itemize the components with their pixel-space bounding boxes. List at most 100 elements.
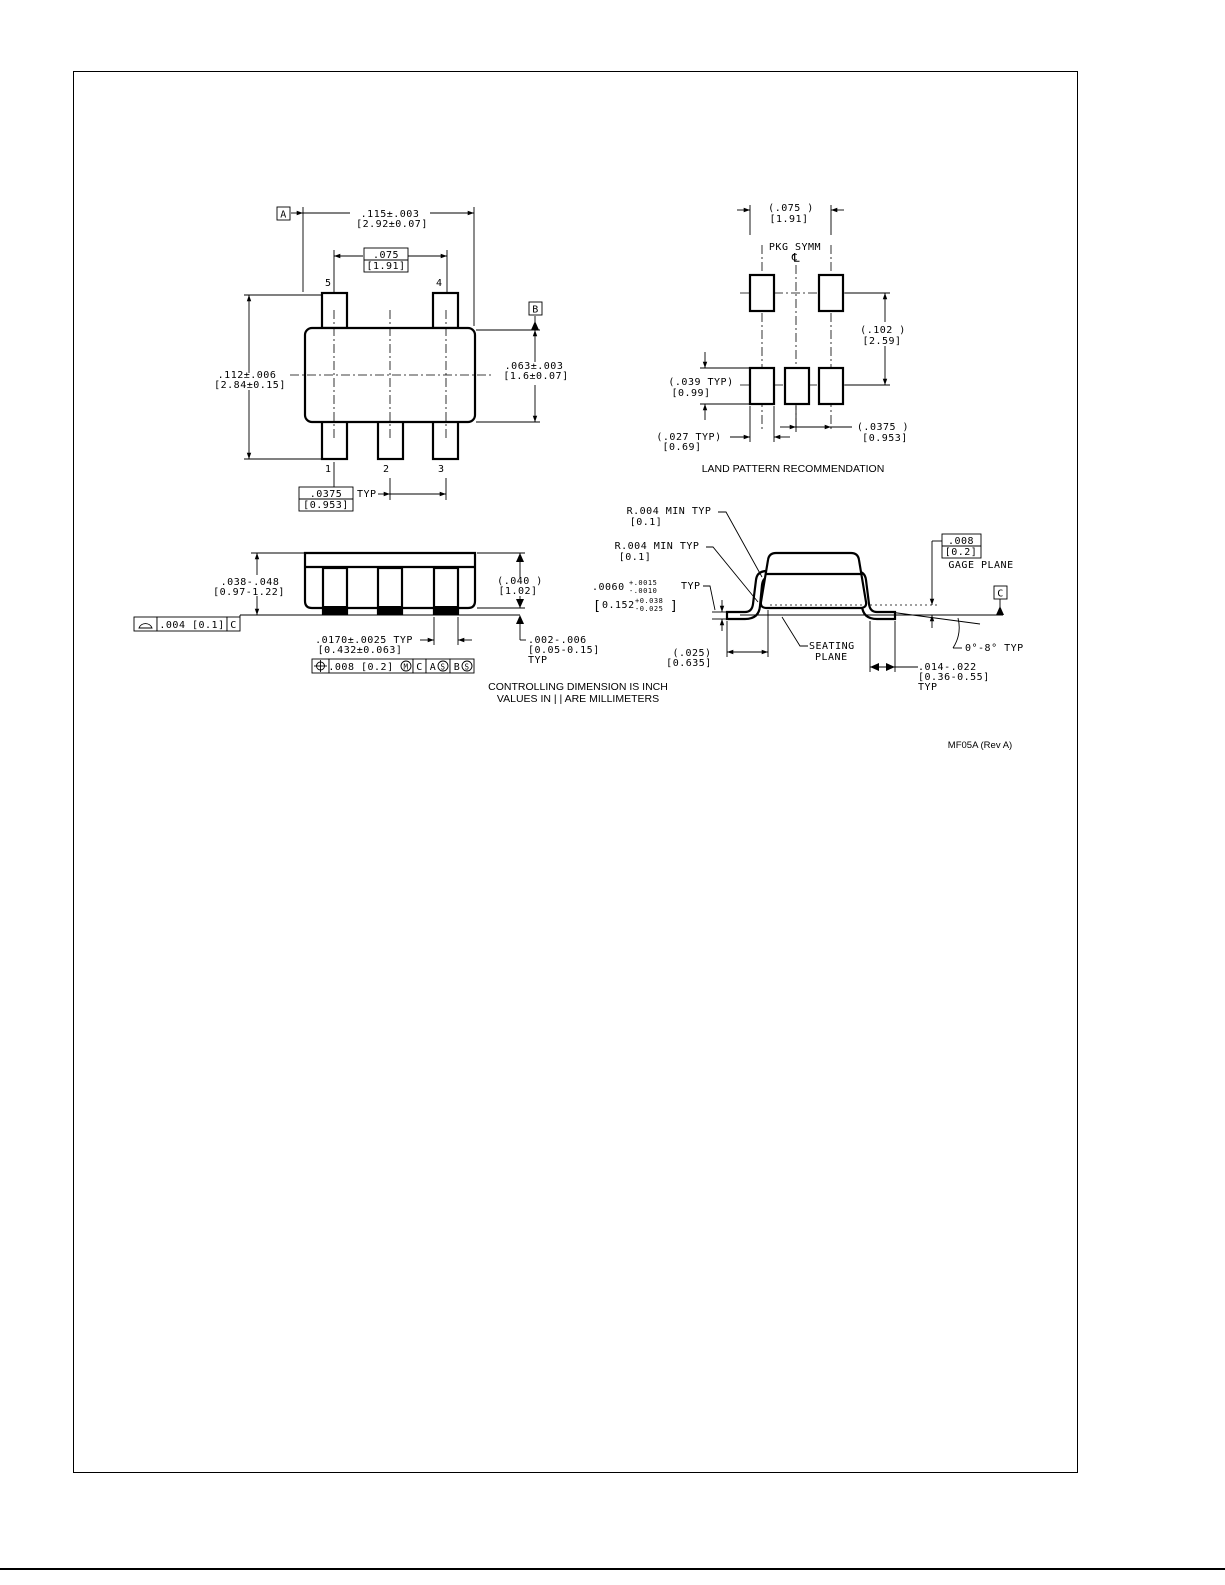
lead-1 <box>320 418 349 461</box>
pin-3-label: 3 <box>438 464 445 475</box>
gage-mm-label: [0.2] <box>945 547 978 558</box>
pad-length-mm-label: [0.99] <box>671 388 710 399</box>
pin-span-label: .075 <box>373 250 399 261</box>
position-datum-a-mod-label: S <box>440 663 445 672</box>
pad-width-mm-label: [0.69] <box>662 442 701 453</box>
land-pad-3 <box>817 366 845 406</box>
lead-length-label: .014-.022 <box>918 662 977 673</box>
height-mm-label: [0.97-1.22] <box>213 587 285 598</box>
standoff-typ-label: TYP <box>528 655 548 666</box>
pin-1-label: 1 <box>325 464 332 475</box>
pad-span-mm-label: [1.91] <box>769 214 808 225</box>
position-modifier-label: M <box>403 663 408 672</box>
lead-width-mm-label: [0.432±0.063] <box>318 645 403 656</box>
datum-a-label: A <box>280 210 287 221</box>
datum-a-box <box>276 206 291 221</box>
radius-outer-label: R.004 MIN TYP <box>627 506 712 517</box>
radius-inner-mm-label: [0.1] <box>619 552 652 563</box>
lead-thickness-typ-label: TYP <box>681 581 701 592</box>
radius-inner-label: R.004 MIN TYP <box>615 541 700 552</box>
centerline-symbol: ℄ <box>791 251 800 265</box>
lead-5 <box>320 291 349 330</box>
pin-4-label: 4 <box>436 278 443 289</box>
pad-width-label: (.027 TYP) <box>656 432 721 443</box>
lead-3 <box>431 418 460 461</box>
pad-span-label: (.075 ) <box>768 203 814 214</box>
lead-2 <box>376 418 405 461</box>
datum-b-box <box>528 301 543 316</box>
lead-thickness-callout: .0060 +.0015 -.0010 TYP [ 0.152 +0.038 -… <box>592 579 701 614</box>
body-height-mm-label: [1.02] <box>498 586 537 597</box>
gage-label: .008 <box>948 536 974 547</box>
land-pattern-view: (.075 ) [1.91] PKG SYMM ℄ (.102 ) [2.59]… <box>656 203 909 475</box>
overall-length-mm-label: [2.84±0.15] <box>214 380 286 391</box>
flatness-symbol-icon <box>138 623 153 629</box>
lead-thickness-mm-tol-minus: -0.025 <box>635 605 663 613</box>
pad-length-label: (.039 TYP) <box>668 377 733 388</box>
pin-span-mm-label: [1.91] <box>366 261 405 272</box>
row-span-label: (.102 ) <box>860 325 906 336</box>
front-view: .038-.048 [0.97-1.22] (.040 ) [1.02] .00… <box>133 551 668 705</box>
height-label: .038-.048 <box>221 577 280 588</box>
body-height-label: (.040 ) <box>497 576 543 587</box>
position-value-label: .008 [0.2] <box>328 662 393 673</box>
package-body-side <box>759 551 868 610</box>
lead-length-mm-label: [0.36-0.55] <box>918 672 990 683</box>
datum-b-label: B <box>532 305 539 316</box>
pad-pitch-label: (.0375 ) <box>857 422 909 433</box>
land-pad-4 <box>817 273 845 313</box>
pin-2-label: 2 <box>383 464 390 475</box>
datum-c-label: C <box>997 589 1004 600</box>
position-datum-b-mod-label: S <box>464 663 469 672</box>
standoff-label: .002-.006 <box>528 635 587 646</box>
land-pad-2 <box>783 366 811 406</box>
datum-c-box <box>993 585 1008 600</box>
lead-thickness-label: .0060 <box>592 582 625 593</box>
overall-length-label: .112±.006 <box>218 370 277 381</box>
lead-length-typ-label: TYP <box>918 682 938 693</box>
flatness-value-label: .004 [0.1] <box>159 620 224 631</box>
lead-thickness-tol-plus: +.0015 <box>629 579 657 587</box>
land-pad-1 <box>748 366 776 406</box>
position-datum-b-label: B <box>454 662 461 673</box>
lead-thickness-tol-minus: -.0010 <box>629 587 657 595</box>
pkg-symm-label: PKG SYMM <box>769 242 821 253</box>
side-view: R.004 MIN TYP [0.1] R.004 MIN TYP [0.1] … <box>592 506 1024 693</box>
pad-pitch-mm-label: [0.953] <box>862 433 908 444</box>
note-controlling-dimension: CONTROLLING DIMENSION IS INCH <box>488 681 668 693</box>
note-millimeters: VALUES IN | | ARE MILLIMETERS <box>497 693 659 705</box>
svg-text:]: ] <box>670 599 678 614</box>
gage-plane-label: GAGE PLANE <box>948 560 1013 571</box>
position-symbol-icon <box>314 660 327 672</box>
body-width-mm-label: [1.6±0.07] <box>503 371 568 382</box>
angle-label: 0°-8° TYP <box>965 643 1024 654</box>
pin-5-label: 5 <box>325 278 332 289</box>
page-bottom-rule <box>0 1568 1225 1570</box>
pitch-mm-label: [0.953] <box>303 500 349 511</box>
position-datum-c-label: C <box>416 662 423 673</box>
lead-thickness-mm-tol-plus: +0.038 <box>635 597 663 605</box>
lead-width-label: .0170±.0025 TYP <box>315 635 413 646</box>
foot-length-mm-label: [0.635] <box>666 658 712 669</box>
standoff-mm-label: [0.05-0.15] <box>528 645 600 656</box>
drawing-border <box>73 71 1078 1473</box>
radius-outer-mm-label: [0.1] <box>630 517 663 528</box>
svg-text:[: [ <box>593 599 601 614</box>
overall-width-mm-label: [2.92±0.07] <box>356 219 428 230</box>
foot-length-label: (.025) <box>672 648 711 659</box>
row-span-mm-label: [2.59] <box>862 336 901 347</box>
pitch-typ-label: TYP <box>357 489 377 500</box>
body-width-label: .063±.003 <box>505 361 564 372</box>
seating-plane-label-1: SEATING <box>809 641 855 652</box>
drawing-id: MF05A (Rev A) <box>948 740 1012 751</box>
lead-thickness-mm-label: 0.152 <box>602 600 635 611</box>
land-pad-5 <box>748 273 776 313</box>
seating-plane-label-2: PLANE <box>815 652 848 663</box>
land-pattern-title: LAND PATTERN RECOMMENDATION <box>702 463 885 475</box>
flatness-datum-label: C <box>230 620 237 631</box>
pitch-label: .0375 <box>310 489 343 500</box>
top-view: A .115±.003 [2.92±0.07] .075 [1.91] 5 4 … <box>214 206 568 512</box>
position-datum-a-label: A <box>430 662 437 673</box>
overall-width-label: .115±.003 <box>361 209 420 220</box>
